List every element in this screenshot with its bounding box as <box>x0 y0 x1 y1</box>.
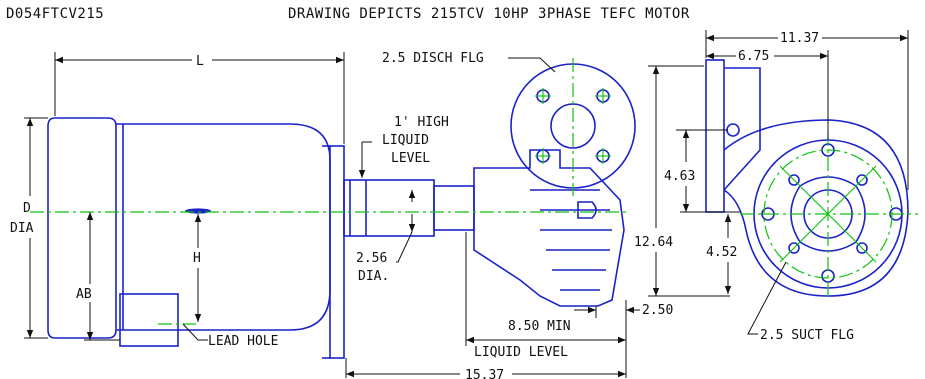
end-view <box>705 59 909 297</box>
dim-AB <box>84 212 120 341</box>
label-disch-flg: 2.5 DISCH FLG <box>382 51 484 66</box>
label-D: D <box>23 201 31 216</box>
label-suct-flg: 2.5 SUCT FLG <box>760 328 854 343</box>
disch-flg-leader <box>508 57 556 73</box>
label-6-75: 6.75 <box>738 49 769 64</box>
label-AB: AB <box>76 287 92 302</box>
suct-flg-leader <box>747 261 787 335</box>
label-DIA: DIA <box>10 221 34 236</box>
label-4-63: 4.63 <box>664 169 695 184</box>
motor-body <box>47 117 345 359</box>
label-overall-length: 15.37 <box>465 368 504 379</box>
drawing-description: DRAWING DEPICTS 215TCV 10HP 3PHASE TEFC … <box>288 6 690 22</box>
dim-liquid-level <box>358 141 372 178</box>
label-12-64: 12.64 <box>634 235 673 250</box>
dim-4-63 <box>676 129 740 213</box>
pump-column <box>343 179 475 237</box>
pump-casing <box>473 149 625 307</box>
nameplate-slot <box>185 208 211 214</box>
label-2-50: 2.50 <box>642 303 673 318</box>
label-liquid-1: 1' HIGH <box>394 115 449 130</box>
dim-D <box>24 117 48 339</box>
dim-L <box>54 52 345 144</box>
dim-11-37 <box>705 30 909 190</box>
label-11-37: 11.37 <box>780 31 819 46</box>
label-min-liquid-2: LIQUID LEVEL <box>474 345 568 360</box>
dim-shaft-dia <box>396 190 416 263</box>
label-shaft-dia-value: 2.56 <box>356 251 387 266</box>
dim-2-50 <box>574 306 640 318</box>
dim-6-75 <box>706 49 829 140</box>
label-min-liquid-1: 8.50 MIN <box>508 319 571 334</box>
label-shaft-dia-unit: DIA. <box>358 269 389 284</box>
lead-hole-leader <box>182 323 208 341</box>
dim-12-64 <box>648 65 730 297</box>
part-number: D054FTCV215 <box>6 6 104 22</box>
label-liquid-3: LEVEL <box>391 151 430 166</box>
label-4-52: 4.52 <box>706 245 737 260</box>
label-H: H <box>193 251 201 266</box>
label-lead-hole: LEAD HOLE <box>208 334 278 349</box>
dim-overall <box>345 346 627 379</box>
label-liquid-2: LIQUID <box>382 133 429 148</box>
end-view-centerlines <box>740 132 918 296</box>
label-L: L <box>196 54 204 69</box>
